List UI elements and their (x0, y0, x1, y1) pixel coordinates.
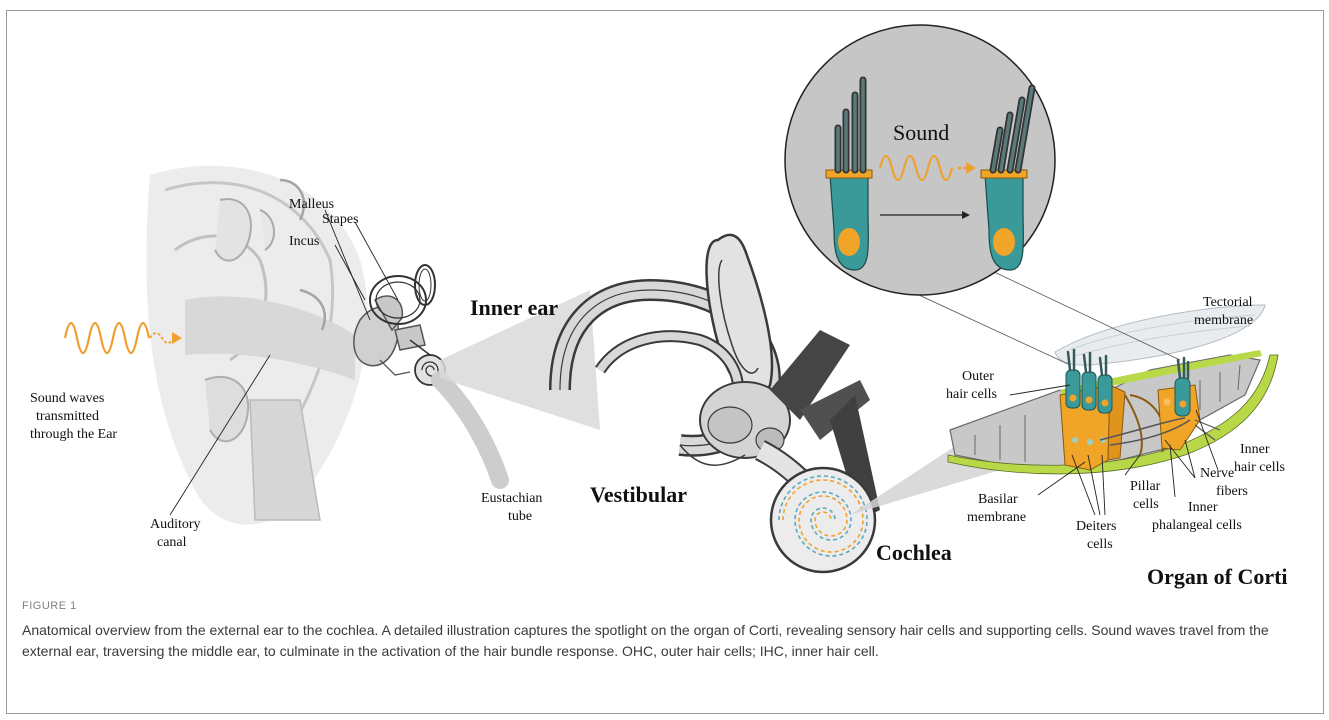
label-sound-waves: Sound waves transmitted through the Ear (30, 391, 117, 442)
ear-anatomy-illustration: Sound waves transmitted through the Ear … (0, 0, 1329, 600)
label-inner-ear: Inner ear (470, 295, 558, 320)
figure-number: FIGURE 1 (22, 600, 77, 612)
label-incus: Incus (289, 234, 319, 249)
label-eustachian-tube: Eustachian tube (481, 491, 546, 524)
label-malleus: Malleus (289, 197, 334, 212)
label-inner-hair-cells: Inner hair cells (1234, 442, 1285, 475)
label-organ-of-corti: Organ of Corti (1147, 564, 1288, 589)
label-deiters-cells: Deiters cells (1076, 519, 1120, 552)
hair-cell-zoom-circle (785, 25, 1055, 295)
label-stapes: Stapes (322, 212, 359, 227)
eustachian-tube-shape (440, 380, 500, 480)
inner-ear-enlarged (560, 235, 880, 572)
label-cochlea: Cochlea (876, 540, 952, 565)
organ-of-corti-diagram (948, 305, 1278, 474)
label-outer-hair-cells: Outer hair cells (946, 369, 997, 402)
middle-ear-ossicles (354, 265, 445, 385)
label-auditory-canal: Auditory canal (150, 517, 204, 550)
label-basilar-membrane: Basilar membrane (967, 492, 1026, 525)
label-vestibular: Vestibular (590, 482, 687, 507)
figure-caption: Anatomical overview from the external ea… (22, 620, 1302, 662)
label-sound: Sound (893, 120, 949, 145)
label-pillar-cells: Pillar cells (1130, 479, 1164, 512)
label-inner-phalangeal-cells: Inner phalangeal cells (1152, 500, 1242, 533)
